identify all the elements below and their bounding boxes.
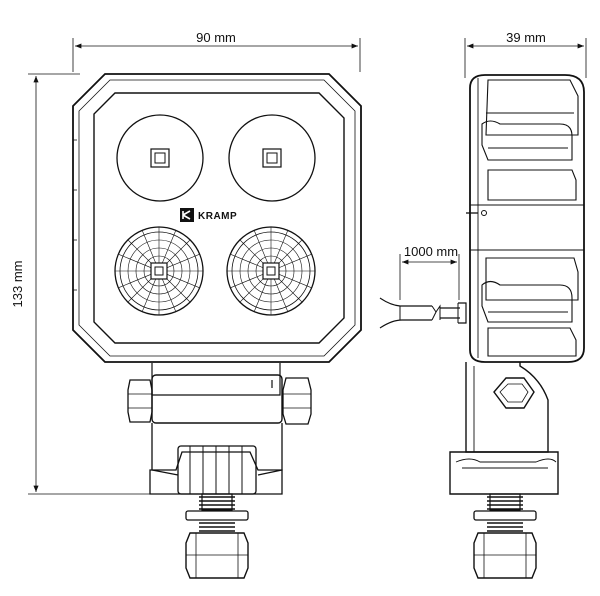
reflector-bottom-right (226, 226, 316, 316)
side-mount-bracket (449, 362, 559, 579)
kramp-logo: KRAMP (180, 208, 237, 222)
width-label: 90 mm (196, 30, 236, 45)
side-view: 39 mm (379, 30, 587, 579)
cable-length-label: 1000 mm (404, 244, 458, 259)
front-mount-bracket (127, 363, 312, 579)
front-view: 90 mm 133 mm (10, 30, 362, 579)
side-housing (466, 74, 585, 363)
width-dimension: 90 mm (72, 30, 361, 72)
height-dimension: 133 mm (10, 73, 150, 495)
housing-outline (72, 73, 362, 363)
cable-length-dimension: 1000 mm (399, 244, 460, 300)
led-lens-top-left (116, 114, 204, 202)
height-label: 133 mm (10, 261, 25, 308)
depth-dimension: 39 mm (464, 30, 587, 78)
brand-name: KRAMP (198, 211, 237, 222)
depth-label: 39 mm (506, 30, 546, 45)
power-cable (379, 297, 467, 329)
reflector-bottom-left (114, 226, 204, 316)
led-lens-top-right (228, 114, 316, 202)
lens-frame (93, 92, 345, 344)
